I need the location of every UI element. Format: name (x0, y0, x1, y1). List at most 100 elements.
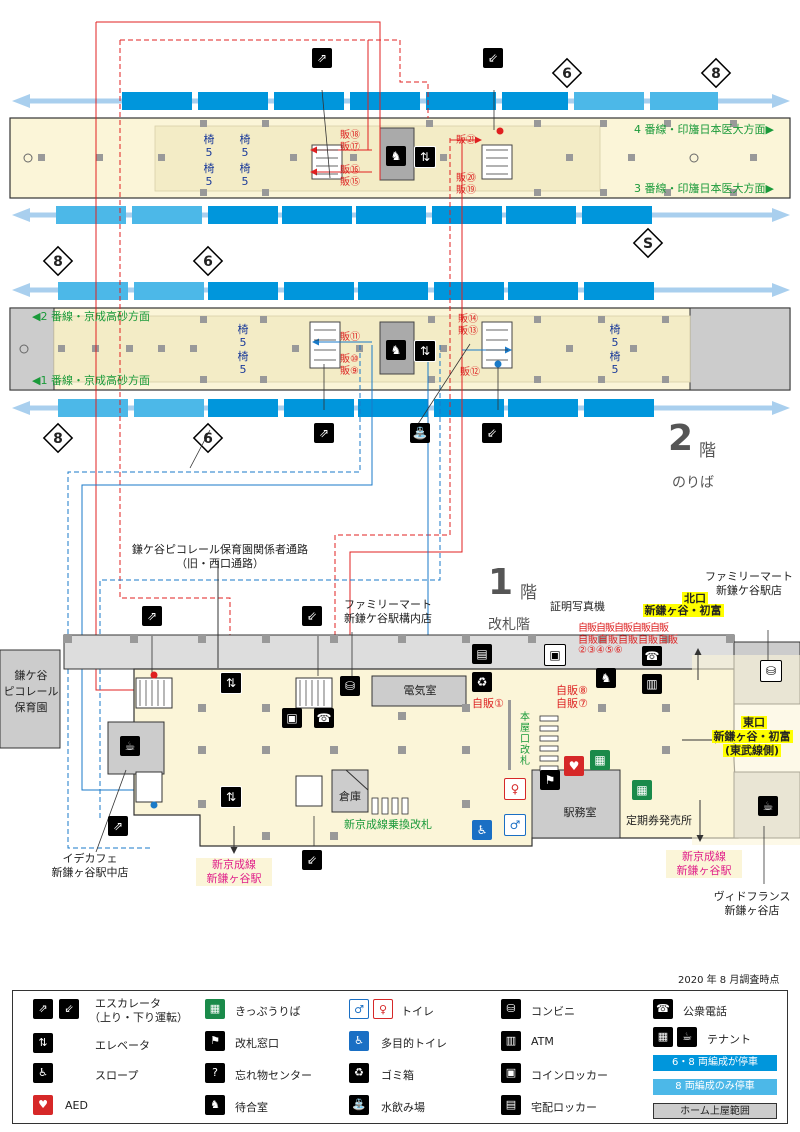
vending-top-labels: 自販自販自販自販自販 (578, 623, 669, 634)
main-gate-label: 本屋口改札 (520, 712, 530, 767)
transfer-gate-label: 新京成線乗換改札 (344, 818, 432, 831)
vending-label: 販⑩ (340, 354, 359, 365)
pillars-concourse (64, 635, 734, 840)
legend-lost: 忘れ物センター (235, 1069, 312, 1082)
lost-and-found-icon: ? (205, 1063, 225, 1083)
map-drawing (0, 21, 800, 884)
badge-8-mid: 8 (53, 254, 63, 270)
legend: ⇗ ⇙ エスカレータ （上り・下り運転） ⇅ エレベータ ♿ スロープ ♥ AE… (12, 990, 788, 1124)
nursery-label: 鎌ケ谷 ピコレール 保育園 (3, 669, 59, 714)
vending-label: 販⑳ (456, 173, 476, 184)
seat-count: 5 (239, 336, 247, 349)
elevator-icon: ⇅ (414, 340, 436, 362)
trash-bin-icon: ♻ (349, 1063, 369, 1083)
vending-label: 販㉑ (456, 135, 476, 146)
north-exit-dest: 新鎌ヶ谷・初富 (642, 604, 724, 617)
seat-label: 椅 (609, 350, 621, 363)
escalator-icon: ⇙ (482, 423, 502, 443)
floor1-unit: 階 (520, 583, 537, 603)
seat-count: 5 (611, 336, 619, 349)
photo-booth-label: 証明写真機 (550, 600, 605, 613)
family-mart-inner-label: ファミリーマート 新鎌ケ谷駅構内店 (344, 598, 432, 625)
floor1-sub: 改札階 (488, 617, 530, 633)
seat-label: 椅 (609, 323, 621, 336)
legend-tenant: テナント (707, 1033, 751, 1046)
legend-trash: ゴミ箱 (381, 1069, 414, 1082)
line4-label: 4 番線・印旛日本医大方面▶ (634, 123, 774, 136)
legend-gate-window: 改札窓口 (235, 1037, 279, 1050)
shinkeisei-right-label: 新京成線 新鎌ヶ谷駅 (666, 850, 742, 878)
tenant-icon: ☕ (758, 796, 778, 816)
atm-icon: ▥ (642, 674, 662, 694)
seat-count: 5 (205, 146, 213, 159)
tenant-cafe-icon: ☕ (677, 1027, 697, 1047)
toilet-men-icon: ♂ (504, 814, 526, 836)
electric-room-label: 電気室 (403, 684, 437, 697)
accessible-toilet-icon: ♿ (472, 820, 492, 840)
east-exit-label: 東口 (741, 716, 767, 729)
legend-delivery: 宅配ロッカー (531, 1101, 597, 1114)
vending-label: 販⑯ (340, 165, 360, 176)
legend-atm: ATM (531, 1035, 554, 1048)
elevator-icon: ⇅ (220, 672, 242, 694)
line1-label: ◀1 番線・京成高砂方面 (32, 374, 150, 387)
floor2-number: 2 (668, 418, 694, 459)
legend-escalator-sub: （上り・下り運転） (89, 1011, 188, 1024)
coin-locker-icon: ▣ (501, 1063, 521, 1083)
waiting-room-icon: ♞ (386, 146, 406, 166)
family-mart-outer-label: ファミリーマート 新鎌ケ谷駅店 (705, 570, 793, 597)
survey-date: 2020 年 8 月調査時点 (678, 975, 780, 986)
badge-8-lower: 8 (53, 431, 63, 447)
ticket-gates (371, 715, 559, 815)
toilet-women-icon: ♀ (504, 778, 526, 800)
waiting-room-icon: ♞ (205, 1095, 225, 1115)
legend-ticket: きっぷうりば (235, 1005, 301, 1018)
escalator-icon: ⇗ (314, 423, 334, 443)
vending-top-labels-2: 自販自販自販自販自販 (578, 635, 678, 646)
escalator-icon: ⇗ (142, 606, 162, 626)
vending-label: 販⑭ (458, 314, 478, 325)
toilet-women-icon: ♀ (373, 999, 393, 1019)
coin-locker-icon: ▣ (544, 644, 566, 666)
convenience-store-icon: ⛁ (340, 676, 360, 696)
vie-de-france-label: ヴィドフランス 新鎌ヶ谷店 (713, 890, 791, 917)
storage-label: 倉庫 (339, 790, 361, 803)
public-phone-icon: ☎ (642, 646, 662, 666)
vending-8-label: 自販⑧ (556, 684, 588, 697)
seat-label: 椅 (203, 162, 215, 175)
coin-locker-icon: ▣ (282, 708, 302, 728)
seat-count: 5 (241, 146, 249, 159)
elevator-icon: ⇅ (33, 1033, 53, 1053)
legend-conv: コンビニ (531, 1005, 575, 1018)
commuter-pass-office-label: 定期券発売所 (626, 814, 692, 827)
elevator-icon: ⇅ (414, 146, 436, 168)
seat-label: 椅 (237, 323, 249, 336)
badge-s: S (642, 236, 654, 252)
station-office-label: 駅務室 (563, 806, 597, 819)
tenant-icon: ☕ (120, 736, 140, 756)
seat-count: 5 (241, 175, 249, 188)
floor2-sub: のりば (672, 475, 714, 491)
escalator-icon: ⇙ (302, 850, 322, 870)
water-fountain-icon: ⛲ (349, 1095, 369, 1115)
east-exit-dest: 新鎌ヶ谷・初富 (711, 730, 793, 743)
line2-label: ◀2 番線・京成高砂方面 (32, 310, 150, 323)
convenience-store-icon: ⛁ (501, 999, 521, 1019)
delivery-locker-icon: ▤ (501, 1095, 521, 1115)
waiting-room-icon: ♞ (386, 340, 406, 360)
vending-top-nums: ②③④⑤⑥ (578, 645, 623, 656)
legend-water: 水飲み場 (381, 1101, 425, 1114)
accessible-toilet-icon: ♿ (349, 1031, 369, 1051)
public-phone-icon: ☎ (314, 708, 334, 728)
water-fountain-icon: ⛲ (410, 423, 430, 443)
escalator-icon: ⇙ (483, 48, 503, 68)
car-badges (42, 57, 732, 454)
legend-multi-toilet: 多目的トイレ (381, 1037, 447, 1050)
shinkeisei-left-label: 新京成線 新鎌ヶ谷駅 (196, 858, 272, 886)
delivery-locker-icon: ▤ (472, 644, 492, 664)
vending-label: 販⑮ (340, 177, 360, 188)
car-positions-track2 (58, 282, 654, 300)
legend-car68: 6・8 両編成が停車 (653, 1055, 777, 1071)
car-positions-track4 (122, 92, 718, 110)
legend-toilet: トイレ (401, 1005, 434, 1018)
